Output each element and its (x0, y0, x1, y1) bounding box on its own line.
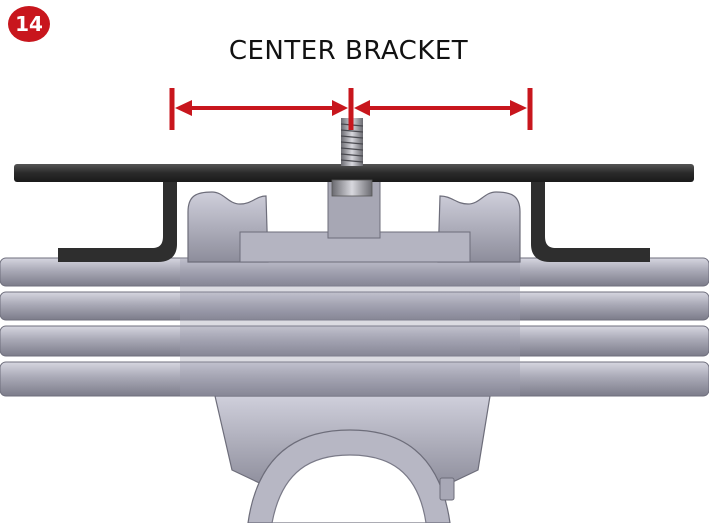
step-number-badge: 14 (8, 6, 50, 42)
axle-clamp-housing (214, 395, 491, 523)
arrowhead-left-outer (175, 100, 192, 116)
center-bracket-plate (14, 164, 694, 262)
diagram-title: CENTER BRACKET (228, 36, 469, 66)
dimension-markers (169, 88, 533, 130)
leaf-spring-pack (0, 257, 709, 397)
center-stud (331, 118, 373, 197)
arrowhead-left-inner (332, 100, 348, 116)
arrowhead-right-outer (510, 100, 527, 116)
arrowhead-right-inner (354, 100, 370, 116)
